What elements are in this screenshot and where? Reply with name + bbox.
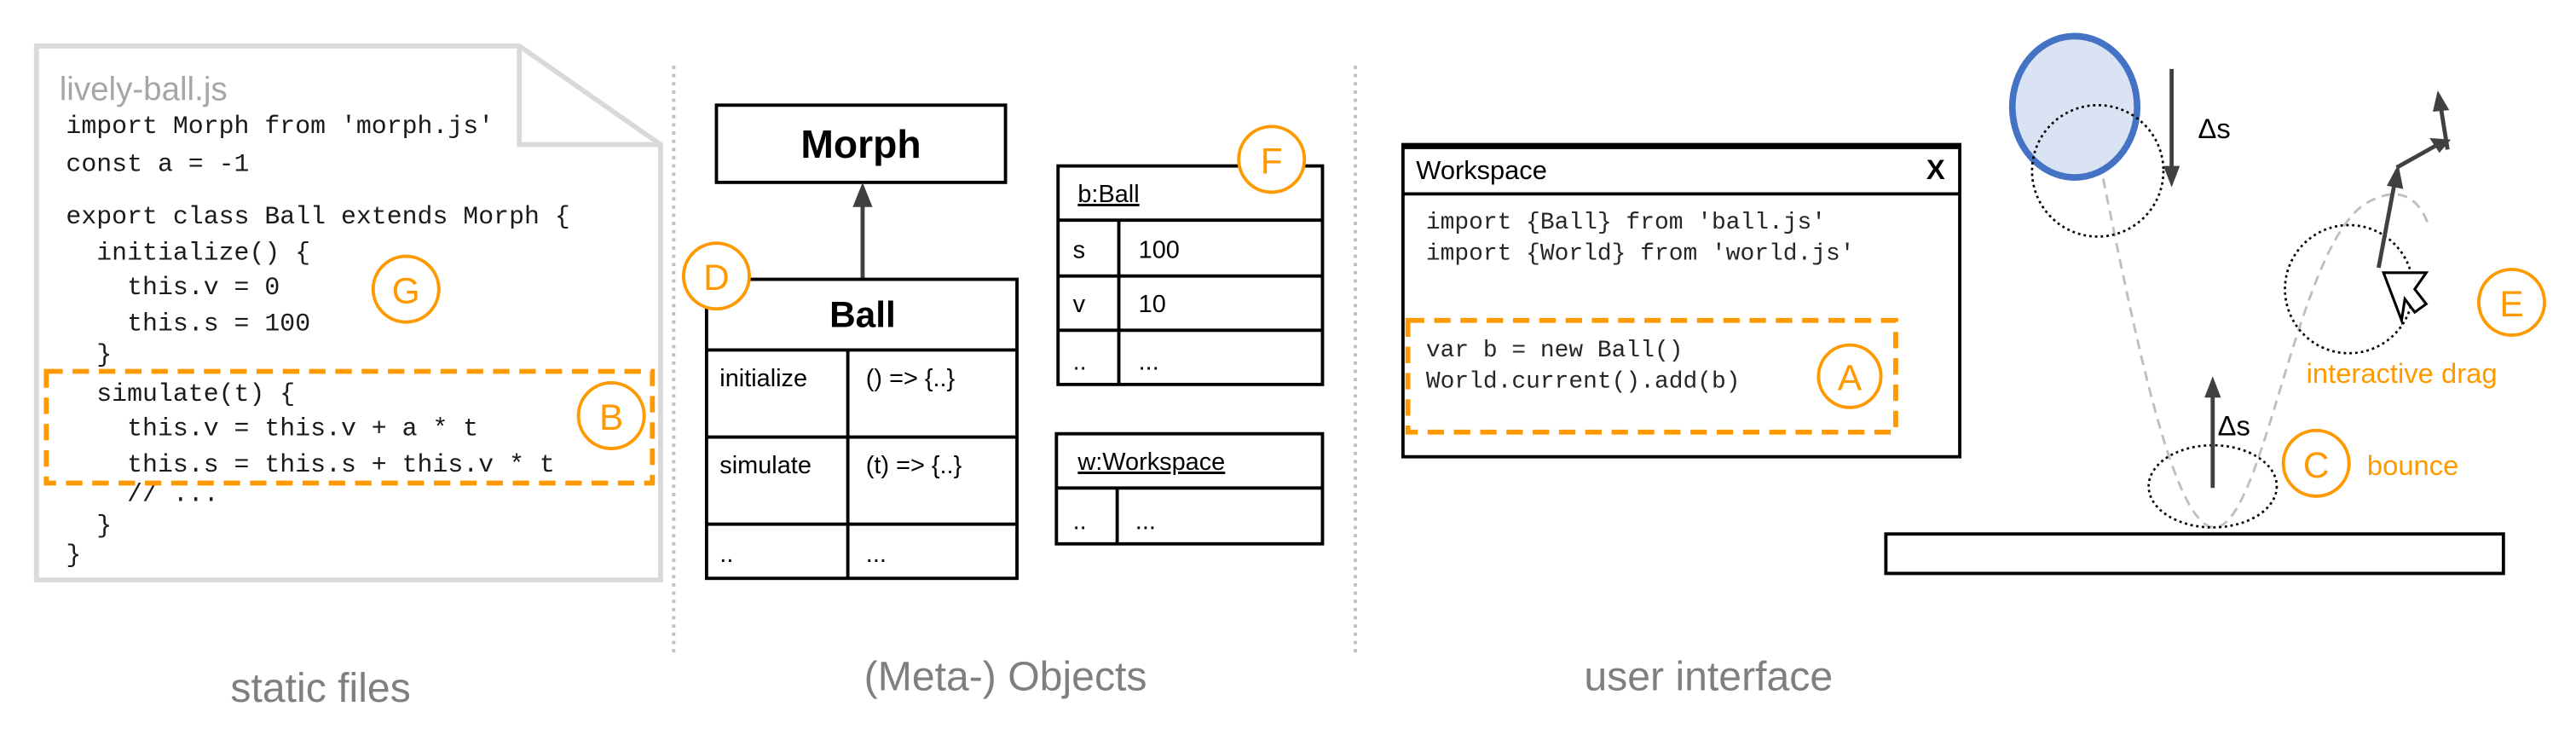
ball-simulation: Δs E interactive drag Δs C bounce [1884, 32, 2546, 576]
marker-label: G [392, 271, 420, 311]
code-line: this.v = this.v + a * t [66, 414, 478, 443]
field-value: ... [1139, 349, 1159, 376]
marker-e: E [2477, 268, 2546, 337]
field-name: s [1073, 237, 1085, 264]
caption-user-interface: user interface [1584, 653, 1833, 699]
ground-morph [1884, 532, 2505, 576]
marker-circle [2477, 268, 2546, 337]
drag-arrow-segment [2377, 180, 2398, 269]
inheritance-arrowhead-icon [852, 182, 873, 207]
workspace-instance-box: w:Workspace .. ... [1054, 431, 1325, 546]
marker-label: F [1261, 141, 1283, 181]
drag-arrow-segment [2395, 142, 2439, 170]
marker-a: A [1816, 343, 1883, 409]
arrowhead-down-icon [2163, 165, 2180, 188]
code-line: this.s = this.s + this.v * t [66, 450, 554, 479]
arrowhead-up-icon [2204, 376, 2221, 398]
code-line: // ... [66, 480, 218, 509]
bounce-label: bounce [2367, 449, 2458, 481]
file-code: import Morph from 'morph.js' const a = -… [66, 112, 569, 570]
caption-static-files: static files [230, 665, 410, 711]
arrowhead-icon [2433, 90, 2450, 113]
marker-label: B [599, 397, 623, 437]
ball-morph[interactable] [2008, 32, 2141, 181]
marker-d: D [682, 241, 751, 311]
field-name: v [1073, 291, 1086, 318]
method-name: initialize [719, 365, 807, 392]
interactive-drag-label: interactive drag [2307, 357, 2498, 389]
file-name: lively-ball.js [60, 72, 228, 108]
code-line: export class Ball extends Morph { [66, 202, 569, 231]
workspace-window-frame [1401, 142, 1961, 459]
workspace-instance-name: w:Workspace [1077, 449, 1225, 476]
method-name: .. [719, 541, 733, 568]
code-line: initialize() { [66, 238, 310, 267]
simulate-highlight-box [43, 368, 656, 486]
workspace-code-line[interactable]: import {Ball} from 'ball.js' [1426, 210, 1826, 236]
code-line: this.v = 0 [66, 273, 280, 302]
morph-class-box [714, 103, 1008, 184]
code-line: } [66, 511, 112, 540]
workspace-code-line[interactable]: import {World} from 'world.js' [1426, 240, 1855, 267]
workspace-title: Workspace [1416, 155, 1547, 185]
marker-c: C [2281, 428, 2351, 498]
ball-trajectory-path [2082, 82, 2429, 529]
marker-circle [2281, 428, 2351, 498]
morph-class-name: Morph [800, 122, 921, 166]
code-line: import Morph from 'morph.js' [66, 112, 494, 141]
ball-class-box: Ball initialize () => {..} simulate (t) … [704, 277, 1019, 581]
marker-circle [682, 241, 751, 311]
close-button[interactable]: X [1926, 153, 1945, 185]
marker-label: C [2303, 445, 2330, 485]
method-name: simulate [719, 452, 811, 479]
snippet-highlight-box [1405, 317, 1898, 435]
field-value: 10 [1139, 291, 1166, 318]
code-line: } [66, 340, 112, 369]
method-value: ... [866, 541, 887, 568]
mouse-cursor-icon [2381, 271, 2429, 326]
field-value: ... [1135, 507, 1156, 535]
marker-circle [576, 381, 646, 450]
caption-meta-objects: (Meta-) Objects [864, 653, 1147, 699]
file-dogear-fold [517, 45, 661, 148]
ball-instance-box: b:Ball s 100 v 10 .. ... [1056, 164, 1325, 386]
code-line: simulate(t) { [66, 379, 295, 408]
delta-s-label-up: Δs [2218, 410, 2250, 442]
code-line: const a = -1 [66, 149, 249, 178]
method-value: () => {..} [866, 365, 956, 392]
marker-circle [1237, 124, 1307, 194]
workspace-code-line[interactable]: var b = new Ball() [1426, 338, 1684, 364]
file-page-outline [33, 43, 663, 583]
code-line: this.s = 100 [66, 309, 310, 338]
workspace-code-line[interactable]: World.current().add(b) [1426, 369, 1741, 396]
code-line: } [66, 541, 81, 570]
workspace-window[interactable]: Workspace X import {Ball} from 'ball.js'… [1401, 142, 1961, 459]
method-value: (t) => {..} [866, 452, 962, 479]
field-name: .. [1073, 349, 1087, 376]
marker-g: G [371, 254, 441, 324]
marker-f: F [1237, 124, 1307, 194]
marker-label: D [703, 258, 730, 298]
marker-circle [1816, 343, 1883, 409]
drag-arrow-segment [2439, 107, 2450, 150]
marker-label: A [1838, 358, 1863, 398]
ball-class-outline [704, 277, 1019, 581]
static-file-panel: lively-ball.js import Morph from 'morph.… [33, 43, 663, 583]
arrowhead-icon [2387, 164, 2404, 189]
marker-b: B [576, 381, 646, 450]
marker-circle [371, 254, 441, 324]
field-name: .. [1073, 507, 1087, 535]
ball-instance-name: b:Ball [1077, 181, 1139, 208]
ball-class-name: Ball [829, 294, 896, 334]
delta-s-label-down: Δs [2198, 113, 2230, 144]
marker-label: E [2499, 284, 2523, 324]
field-value: 100 [1139, 237, 1180, 264]
objects-panel: Morph Ball initialize () => {..} simulat… [682, 103, 1325, 581]
ball-ghost-bounce [2147, 443, 2279, 529]
ball-ghost-position [2030, 103, 2165, 238]
